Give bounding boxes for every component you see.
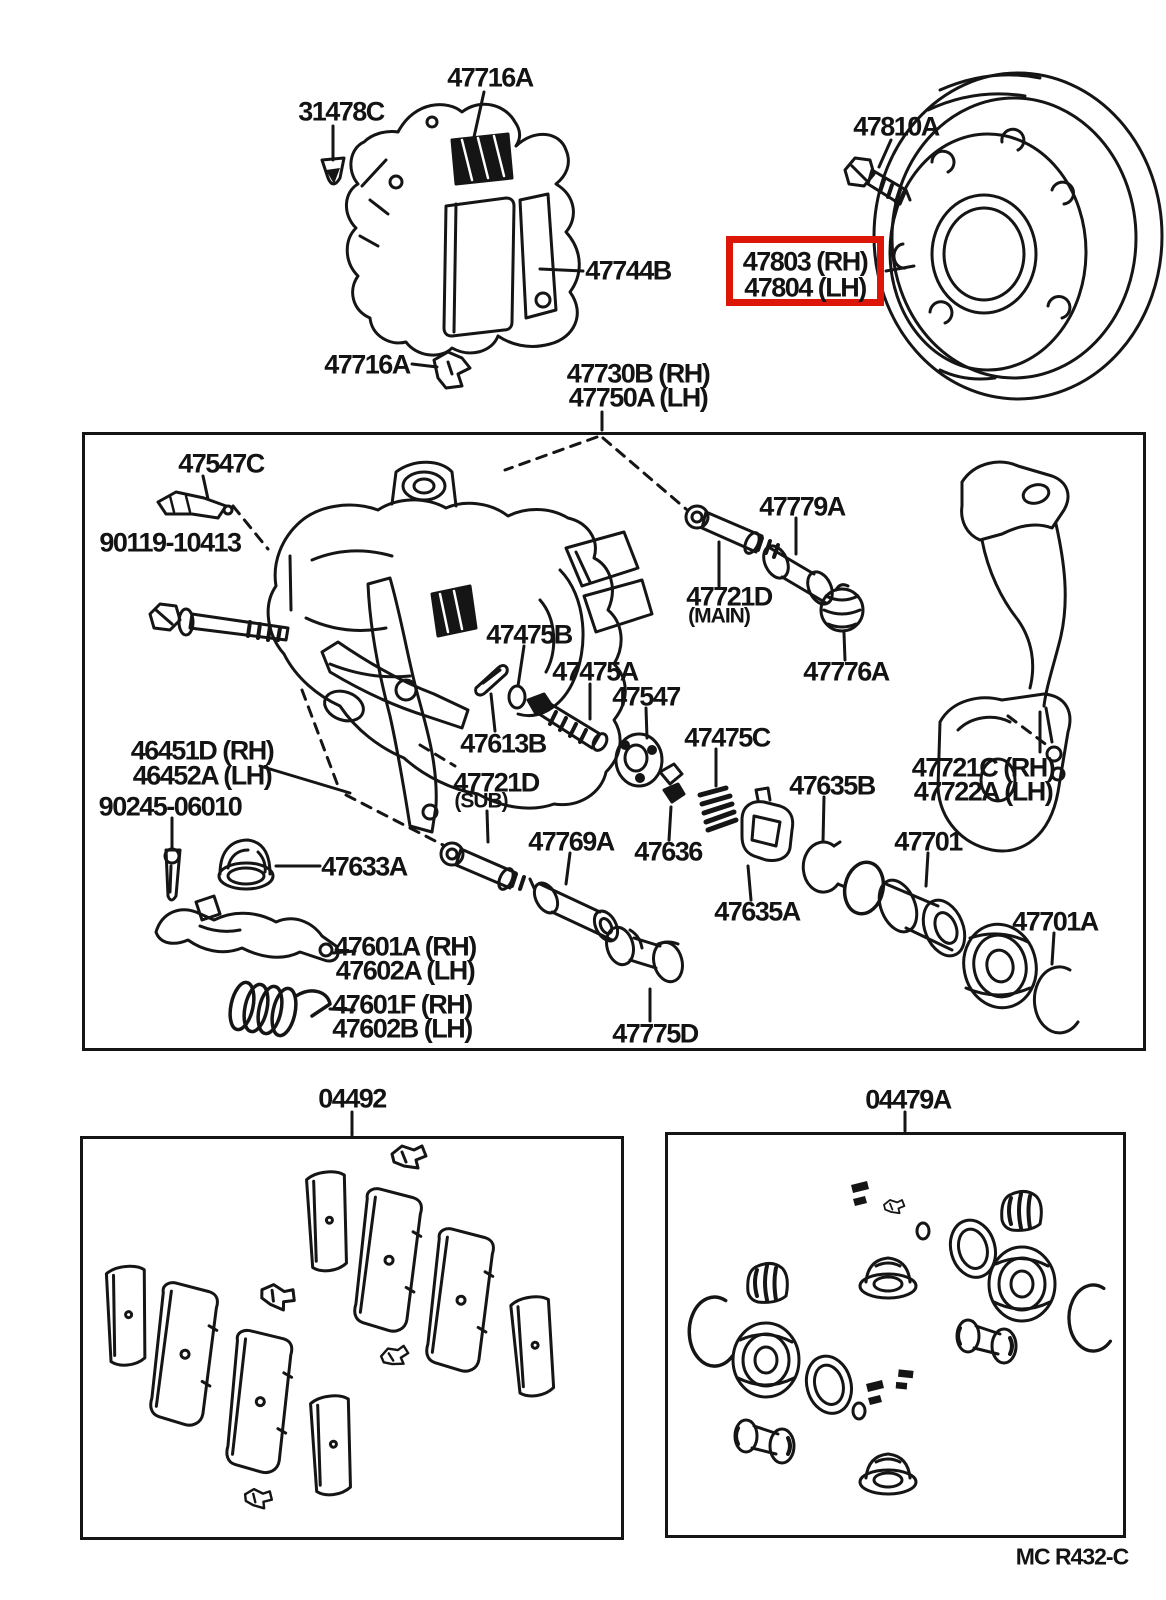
pad-kit-frame xyxy=(80,1136,624,1540)
backing-plate xyxy=(872,71,1164,401)
arm-47601a xyxy=(154,894,340,963)
part-label-47701: 47701 xyxy=(894,826,963,857)
leader-lines xyxy=(170,90,1056,1137)
slide-pin-47721d-sub xyxy=(439,841,536,891)
part-label-47730b: 47730B (RH) xyxy=(566,358,711,389)
part-label-47716a-top: 47716A xyxy=(447,62,534,93)
cam-47547 xyxy=(614,732,664,788)
part-label-47547: 47547 xyxy=(612,681,681,712)
part-label-47635a: 47635A xyxy=(714,896,801,927)
part-label-47547c: 47547C xyxy=(178,448,265,479)
part-label-47775d: 47775D xyxy=(612,1018,699,1049)
part-label-47721c: 47721C (RH) xyxy=(911,752,1056,783)
bracket-47721c xyxy=(936,460,1072,853)
part-label-47701a: 47701A xyxy=(1012,906,1099,937)
bushing-47779a xyxy=(762,544,834,606)
part-label-46452a: 46452A (LH) xyxy=(132,760,273,791)
part-label-47721d-sub: 47721D xyxy=(453,767,540,798)
lever-46451d xyxy=(320,576,470,834)
seal-kit-contents xyxy=(687,1179,1113,1496)
bolt-90119-10413 xyxy=(148,602,290,642)
kit-label-04479a: 04479A xyxy=(865,1084,952,1115)
part-label-46451d: 46451D (RH) xyxy=(130,735,275,766)
clip-47636 xyxy=(658,762,686,804)
part-label-47744b: 47744B xyxy=(585,255,672,286)
clip-47716a xyxy=(432,350,472,390)
piston-47701 xyxy=(877,878,967,958)
part-label-47810a: 47810A xyxy=(853,111,940,142)
part-label-31478c: 31478C xyxy=(298,96,385,127)
main-assembly-frame xyxy=(82,432,1146,1051)
part-label-47769a: 47769A xyxy=(528,826,615,857)
oring-47475b xyxy=(507,684,527,710)
highlight-box-47803 xyxy=(726,236,884,306)
part-label-47601f: 47601F (RH) xyxy=(332,989,473,1020)
part-label-47779a: 47779A xyxy=(759,491,846,522)
part-label-main-note: (MAIN) xyxy=(688,604,751,628)
seal-kit-frame xyxy=(665,1132,1126,1538)
key-47635a xyxy=(740,786,795,862)
part-label-47716a-bottom: 47716A xyxy=(324,349,411,380)
part-label-47613b: 47613B xyxy=(460,728,547,759)
part-label-47633a: 47633A xyxy=(321,851,408,882)
part-label-47475c: 47475C xyxy=(684,722,771,753)
part-label-47804: 47804 (LH) xyxy=(744,272,867,303)
part-label-47475b: 47475B xyxy=(486,619,573,650)
pad-kit-contents xyxy=(104,1144,560,1511)
part-label-47635b: 47635B xyxy=(789,770,876,801)
part-label-47602a: 47602A (LH) xyxy=(335,955,476,986)
figure-code: MC R432-C xyxy=(1015,1543,1129,1570)
cap-47633a xyxy=(217,838,275,891)
assembly-dashed-lines xyxy=(231,435,1050,847)
spring-47601f xyxy=(228,980,332,1038)
pin-47613b xyxy=(474,664,509,697)
part-label-47722a: 47722A (LH) xyxy=(913,776,1054,807)
caliper-body-main xyxy=(266,460,654,810)
spring-47475c xyxy=(697,785,739,833)
pin-31478c xyxy=(320,156,346,186)
set-ring-47701a xyxy=(1032,965,1080,1035)
bushing-47775d xyxy=(605,925,684,984)
part-label-47721d-main: 47721D xyxy=(686,581,773,612)
part-label-47602b: 47602B (LH) xyxy=(332,1013,473,1044)
part-label-47776a: 47776A xyxy=(803,656,890,687)
part-label-90119-10413: 90119-10413 xyxy=(99,527,242,558)
adjuster-47475a xyxy=(526,692,609,752)
part-label-sub-note: (SUB) xyxy=(454,789,508,813)
sleeve-47769a xyxy=(532,881,620,943)
pin-90245-06010 xyxy=(163,847,182,902)
part-label-47475a: 47475A xyxy=(552,656,639,687)
part-label-47601a: 47601A (RH) xyxy=(334,931,477,962)
caliper-assembly-top xyxy=(345,102,581,357)
part-label-47803: 47803 (RH) xyxy=(742,246,869,277)
part-label-90245-06010: 90245-06010 xyxy=(98,791,243,822)
bleeder-47547c xyxy=(156,490,234,520)
piston-boot xyxy=(962,922,1038,1010)
part-label-47750a: 47750A (LH) xyxy=(568,382,709,413)
kit-label-04492: 04492 xyxy=(318,1083,387,1114)
snap-ring-47635b xyxy=(801,840,886,916)
boot-47776a xyxy=(819,583,865,633)
part-label-47636: 47636 xyxy=(634,836,703,867)
